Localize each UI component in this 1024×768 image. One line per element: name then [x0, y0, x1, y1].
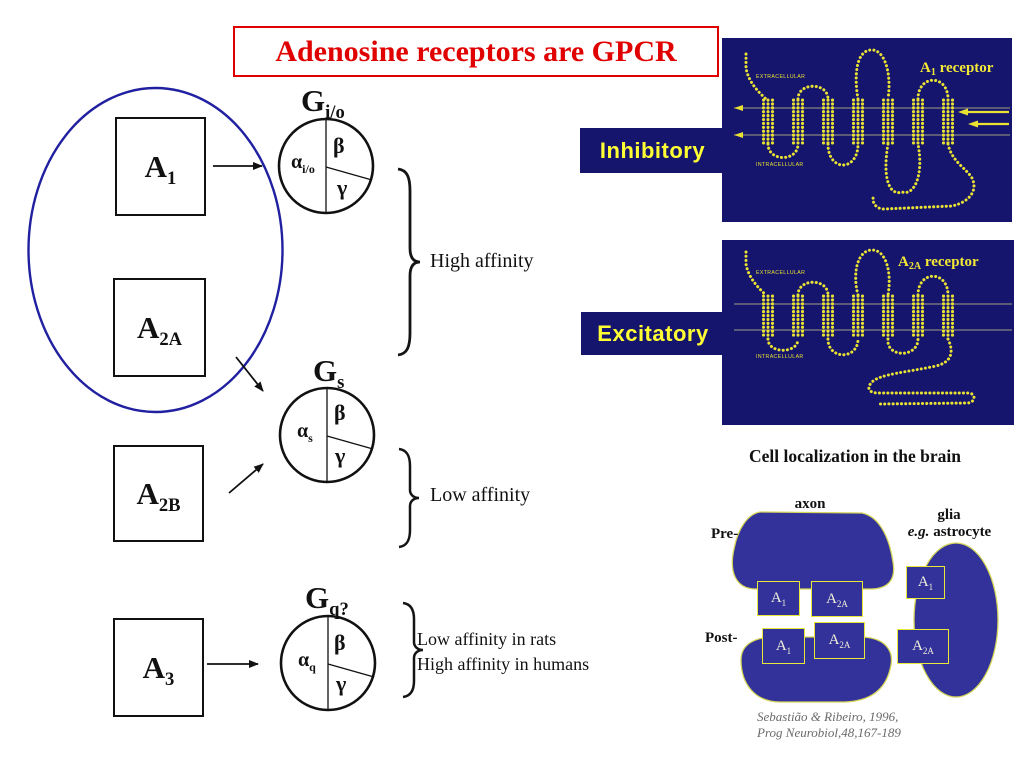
receptor-box-a2b-label: A2B — [136, 475, 181, 516]
g-protein-circle-gq — [279, 614, 377, 712]
receptor-box-a3-label: A3 — [142, 649, 175, 690]
citation-line2: Prog Neurobiol,48,167-189 — [757, 724, 901, 740]
gq-affinity-line2: High affinity in humans — [417, 654, 590, 674]
figure-a1-title: A1 receptor — [920, 60, 994, 78]
excitatory-label-bar: Excitatory — [581, 312, 725, 355]
inhibitory-label: Inhibitory — [599, 137, 706, 163]
transmembrane-helices — [761, 294, 955, 340]
brace-gq-affinity — [402, 601, 424, 699]
extracellular-label: EXTRACELLULAR — [756, 270, 805, 276]
citation-line1: Sebastião & Ribeiro, 1996, — [757, 709, 899, 724]
pre-a2a-box: A2A — [811, 581, 863, 617]
receptor-box-a3: A3 — [113, 618, 204, 717]
pre-a1-box: A1 — [757, 581, 800, 616]
slide-title-box: Adenosine receptors are GPCR — [233, 26, 719, 77]
receptor-box-a1: A1 — [115, 117, 206, 216]
gamma-subunit-gq: γ — [336, 671, 347, 696]
membrane-arrow-marks — [734, 105, 1009, 138]
alpha-subunit-gq: αq — [298, 649, 316, 674]
beta-subunit-gio: β — [333, 133, 345, 158]
pre-a2a-box-label: A2A — [826, 590, 848, 609]
brace-high-affinity — [397, 167, 421, 357]
receptor-figure-a1: EXTRACELLULAR INTRACELLULAR A1 receptor — [722, 38, 1012, 222]
glia-astrocyte-label: e.g. astrocyte — [907, 524, 992, 540]
pathway-arrows — [207, 162, 264, 668]
receptor-box-a2a-label: A2A — [136, 309, 183, 350]
receptor-figure-a2a: EXTRACELLULAR INTRACELLULAR A2A receptor — [722, 240, 1014, 425]
gq-affinity-label: Low affinity in rats High affinity in hu… — [417, 627, 589, 677]
g-protein-name-gq: Gq? — [305, 580, 349, 621]
glia-a1-box-label: A1 — [917, 574, 934, 592]
pre-a1-box-label: A1 — [770, 590, 787, 608]
gamma-subunit-gio: γ — [337, 175, 348, 200]
a1-a2a-grouping-ellipse — [27, 86, 284, 414]
figure-a2a-background — [722, 240, 1014, 425]
post-label: Post- — [705, 630, 738, 646]
post-a2a-box-label: A2A — [828, 632, 851, 650]
membrane-lines — [734, 303, 1012, 331]
citation: Sebastião & Ribeiro, 1996, Prog Neurobio… — [757, 709, 901, 740]
alpha-subunit-gio: αi/o — [291, 151, 315, 176]
glia-a1-box: A1 — [906, 566, 945, 599]
arrow-a2a-to-gs — [235, 356, 264, 392]
high-affinity-label: High affinity — [430, 250, 534, 272]
receptor-chain-loops — [744, 48, 976, 211]
gamma-subunit-gs: γ — [335, 443, 346, 468]
extracellular-label: EXTRACELLULAR — [756, 74, 805, 80]
pre-label: Pre- — [711, 526, 739, 542]
glia-label: glia — [937, 507, 961, 523]
post-a2a-box: A2A — [814, 622, 865, 659]
receptor-chain-loops — [744, 248, 976, 406]
gq-affinity-line1: Low affinity in rats — [417, 629, 557, 649]
glia-a2a-box: A2A — [897, 629, 949, 664]
inhibitory-label-bar: Inhibitory — [580, 128, 725, 173]
g-protein-circle-gs — [278, 386, 376, 484]
post-a1-box-label: A1 — [775, 637, 792, 656]
presynaptic-terminal-shape — [731, 511, 895, 590]
membrane-lines — [734, 107, 1010, 136]
excitatory-label: Excitatory — [597, 320, 709, 346]
figure-a1-background — [722, 38, 1012, 222]
figure-a2a-title: A2A receptor — [898, 254, 979, 272]
alpha-subunit-gs: αs — [297, 420, 313, 445]
g-protein-circle-gio — [277, 117, 375, 215]
cell-localization-heading: Cell localization in the brain — [749, 446, 961, 466]
receptor-box-a2a: A2A — [113, 278, 206, 377]
receptor-box-a1-label: A1 — [144, 148, 177, 189]
intracellular-label: INTRACELLULAR — [756, 354, 804, 360]
g-protein-name-gs: Gs — [313, 353, 345, 394]
arrow-a2b-to-gs — [228, 463, 264, 494]
axon-label: axon — [794, 496, 826, 512]
low-affinity-label: Low affinity — [430, 484, 531, 506]
receptor-box-a2b: A2B — [113, 445, 204, 542]
post-a1-box: A1 — [762, 628, 805, 664]
beta-subunit-gs: β — [334, 400, 346, 425]
g-protein-name-gio: Gi/o — [301, 83, 345, 124]
beta-subunit-gq: β — [334, 630, 346, 655]
intracellular-label: INTRACELLULAR — [756, 162, 804, 168]
glia-a2a-box-label: A2A — [912, 638, 934, 656]
brace-low-affinity — [398, 447, 420, 549]
slide-title: Adenosine receptors are GPCR — [275, 34, 677, 68]
